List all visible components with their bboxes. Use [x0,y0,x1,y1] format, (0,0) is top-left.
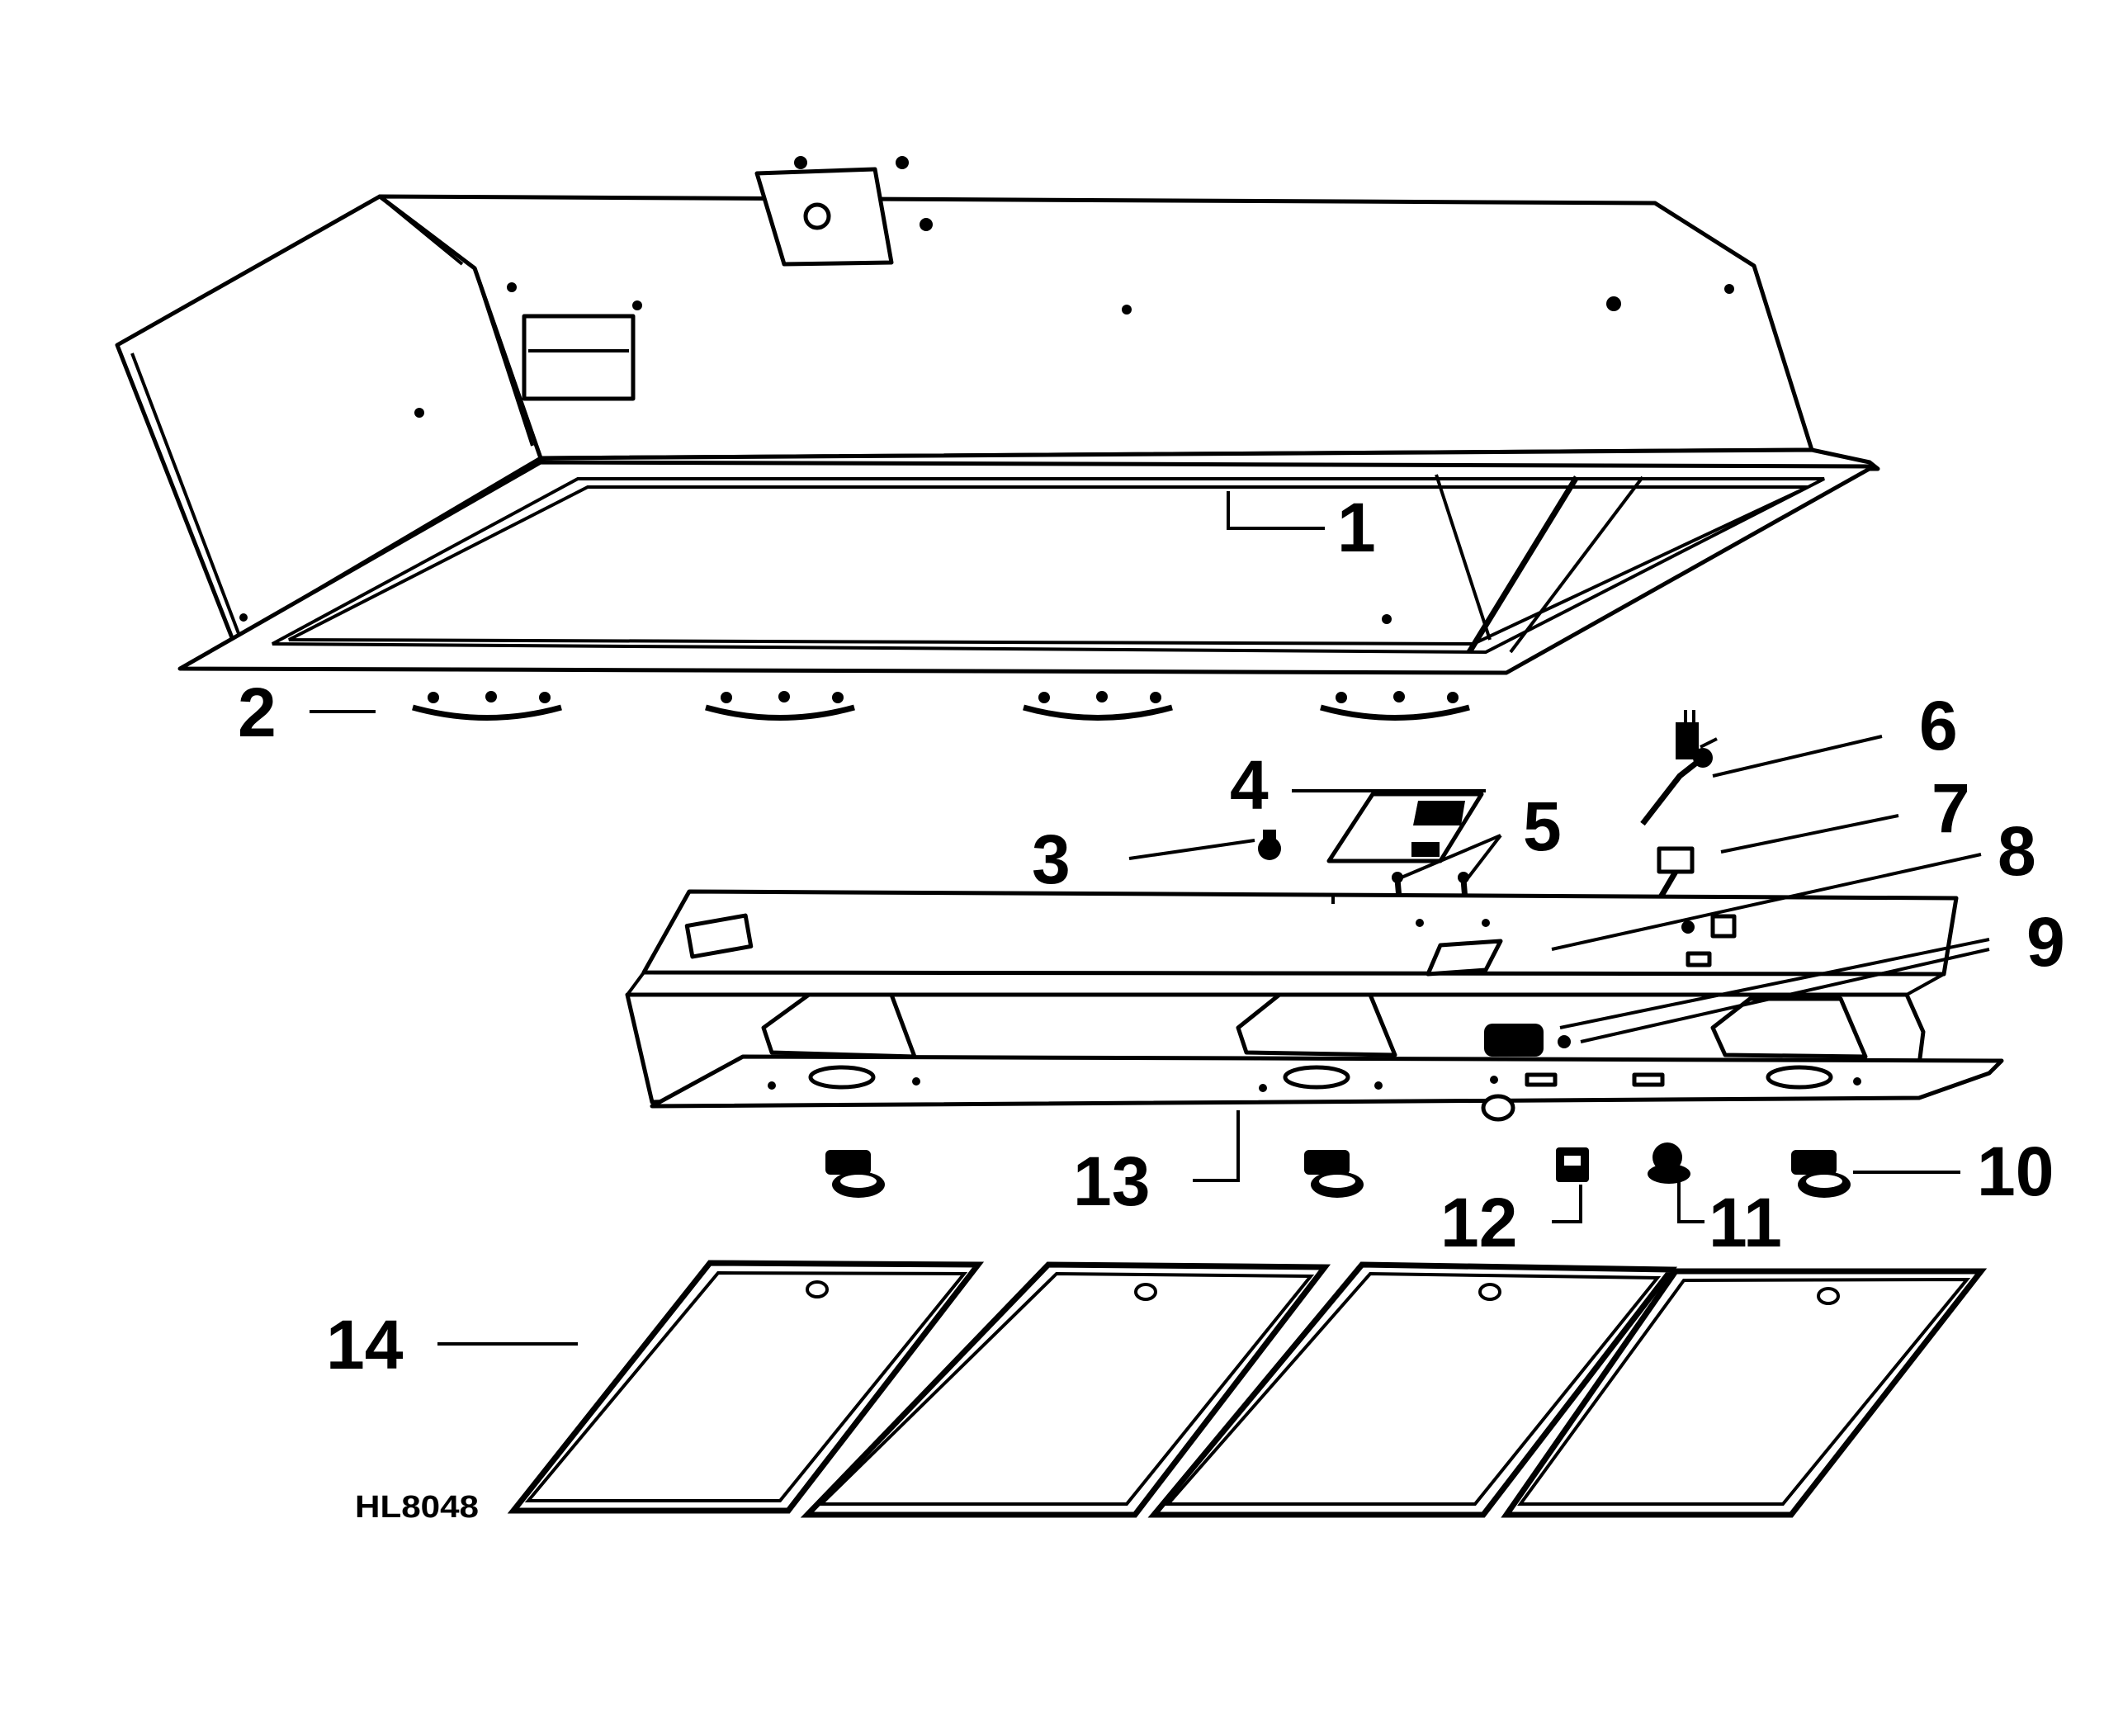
callout-8: 8 [1998,812,2036,890]
control-knob-part [1648,1142,1690,1184]
callout-14: 14 [326,1306,404,1384]
callout-2: 2 [238,674,277,751]
callout-1: 1 [1337,489,1376,566]
power-cord-part [1640,710,1718,826]
filter-4 [1501,1268,1988,1518]
lower-panel-assembly [625,889,2004,1122]
callout-4: 4 [1230,746,1269,824]
mounting-clips [412,691,1470,721]
lamp-sockets [825,1150,1851,1198]
filter-1 [507,1260,985,1514]
leader-lines [310,491,1990,1346]
strain-relief-part [1656,846,1695,901]
callout-5: 5 [1523,788,1562,865]
callout-10: 10 [1977,1133,2054,1210]
terminal-box-cover-part [1326,792,1484,863]
callout-13: 13 [1073,1142,1150,1220]
filter-3 [1147,1261,1678,1518]
grease-filters [507,1260,1988,1518]
filter-2 [800,1261,1331,1518]
callout-6: 6 [1919,687,1958,764]
nut-part [1258,830,1281,860]
callout-11: 11 [1709,1184,1782,1261]
callout-3: 3 [1032,821,1071,898]
callout-7: 7 [1931,769,1970,847]
callout-12: 12 [1440,1184,1517,1261]
callout-labels: 1 2 3 4 5 6 7 8 9 10 11 12 13 14 HL8048 [238,489,2065,1525]
hood-body [115,156,1880,675]
switch-knob-part [1556,1147,1589,1182]
drawing-code: HL8048 [355,1490,479,1525]
callout-9: 9 [2026,903,2065,981]
